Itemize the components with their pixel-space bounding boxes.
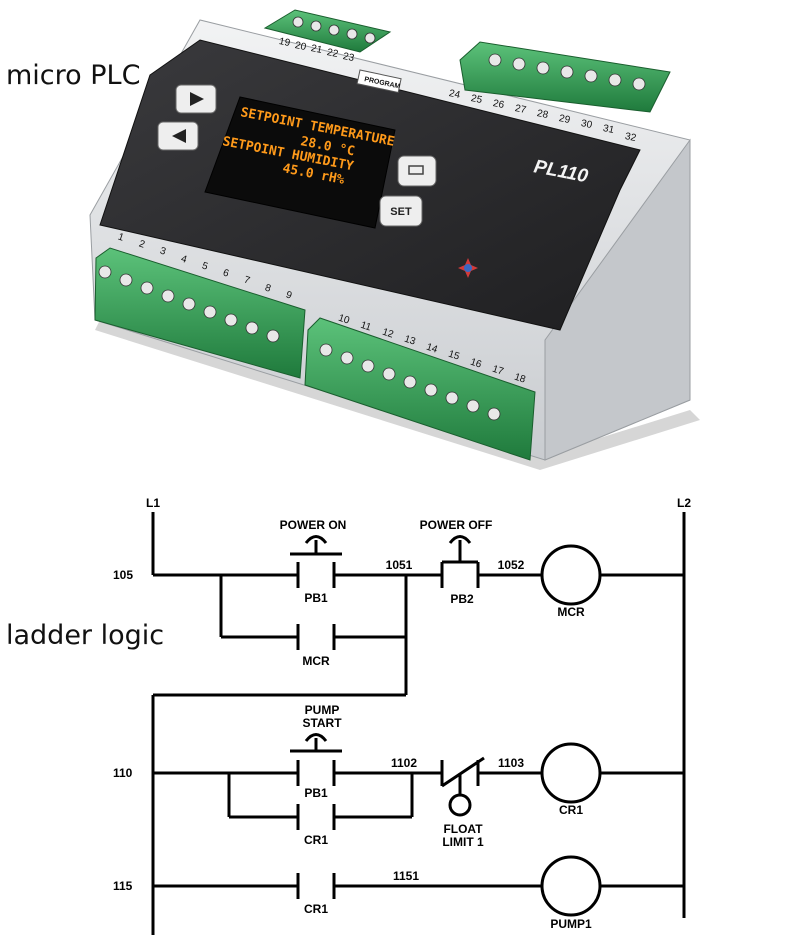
rung-number-105: 105: [113, 568, 133, 582]
pb1-label-105: PB1: [304, 591, 328, 605]
svg-text:4: 4: [179, 254, 188, 266]
program-tab: PROGRAM: [356, 69, 402, 94]
svg-text:7: 7: [242, 275, 251, 287]
set-button-label: SET: [390, 206, 412, 218]
svg-text:1: 1: [116, 232, 125, 244]
ladder-logic-label: ladder logic: [6, 620, 165, 651]
svg-text:25: 25: [470, 93, 484, 106]
terminal-numbers-left: 1 2 3 4 5 6 7 8 9: [116, 232, 293, 302]
svg-text:32: 32: [624, 131, 638, 144]
down-button[interactable]: [157, 121, 199, 151]
ladder-labels: L1 L2 105 POWER ON PB1 1051 POWER OFF PB…: [113, 496, 691, 931]
cr1-coil-label: CR1: [559, 803, 583, 817]
power-off-label: POWER OFF: [420, 518, 493, 532]
rung-number-115: 115: [113, 879, 133, 893]
svg-text:15: 15: [447, 349, 461, 363]
terminal-numbers-upper-right: 24 25 26 27 28 29 30 31 32: [448, 88, 638, 144]
svg-text:2: 2: [137, 239, 146, 251]
left-bottom-terminal-block: [94, 247, 306, 379]
right-terminal-block: [459, 41, 671, 113]
start-label: START: [302, 716, 342, 730]
pb1-label-110: PB1: [304, 786, 328, 800]
wire-1052-label: 1052: [498, 558, 525, 572]
svg-text:11: 11: [359, 320, 373, 334]
plc-device: SETPOINT TEMPERATURE 28.0 °C SETPOINT HU…: [89, 9, 700, 470]
svg-text:6: 6: [221, 268, 230, 280]
svg-text:14: 14: [425, 342, 439, 356]
rung-number-110: 110: [113, 766, 133, 780]
svg-text:27: 27: [514, 103, 528, 116]
pump1-coil-label: PUMP1: [550, 917, 592, 931]
rail-l2-label: L2: [677, 496, 691, 510]
rung-105: [153, 535, 684, 697]
svg-text:30: 30: [580, 118, 594, 131]
ladder-diagram: [151, 512, 686, 935]
svg-text:16: 16: [469, 357, 483, 371]
svg-text:23: 23: [342, 51, 356, 64]
wire-1051-label: 1051: [386, 558, 413, 572]
svg-text:8: 8: [263, 283, 272, 295]
svg-text:3: 3: [158, 246, 167, 258]
escape-button[interactable]: [397, 155, 437, 187]
up-button[interactable]: [175, 84, 217, 114]
set-button[interactable]: SET: [379, 195, 423, 227]
wire-1102-label: 1102: [391, 756, 417, 770]
terminal-numbers-right: 10 11 12 13 14 15 16 17 18: [337, 313, 527, 386]
rail-l1-label: L1: [146, 496, 160, 510]
svg-text:26: 26: [492, 98, 506, 111]
wire-1151-label: 1151: [393, 869, 419, 883]
micro-plc-label: micro PLC: [6, 60, 141, 91]
cr1-contact-label-115: CR1: [304, 902, 328, 916]
svg-text:5: 5: [200, 261, 209, 273]
svg-text:12: 12: [381, 327, 395, 341]
float-label: FLOAT: [443, 822, 483, 836]
top-terminal-block: [263, 9, 392, 53]
svg-text:13: 13: [403, 334, 417, 348]
mcr-contact-label: MCR: [302, 654, 330, 668]
svg-text:22: 22: [326, 47, 340, 60]
svg-text:28: 28: [536, 108, 550, 121]
pump-label: PUMP: [305, 703, 340, 717]
svg-text:17: 17: [491, 364, 505, 378]
svg-text:19: 19: [278, 36, 292, 49]
cr1-contact-label-110: CR1: [304, 833, 328, 847]
brand-logo-icon: [458, 258, 478, 278]
power-on-label: POWER ON: [280, 518, 347, 532]
svg-text:31: 31: [602, 123, 616, 136]
svg-text:24: 24: [448, 88, 462, 101]
right-bottom-terminal-block: [304, 317, 536, 461]
svg-text:21: 21: [310, 43, 324, 56]
svg-text:9: 9: [284, 290, 293, 302]
svg-text:29: 29: [558, 113, 572, 126]
rung-110: [153, 733, 684, 830]
limit-1-label: LIMIT 1: [442, 835, 484, 849]
mcr-coil-label: MCR: [557, 605, 585, 619]
svg-text:18: 18: [513, 372, 527, 386]
terminal-numbers-top: 19 20 21 22 23: [278, 36, 356, 64]
pb2-label: PB2: [450, 592, 474, 606]
wire-1103-label: 1103: [498, 756, 524, 770]
rung-115: [153, 855, 684, 917]
svg-text:10: 10: [337, 313, 351, 327]
svg-text:20: 20: [294, 40, 308, 53]
